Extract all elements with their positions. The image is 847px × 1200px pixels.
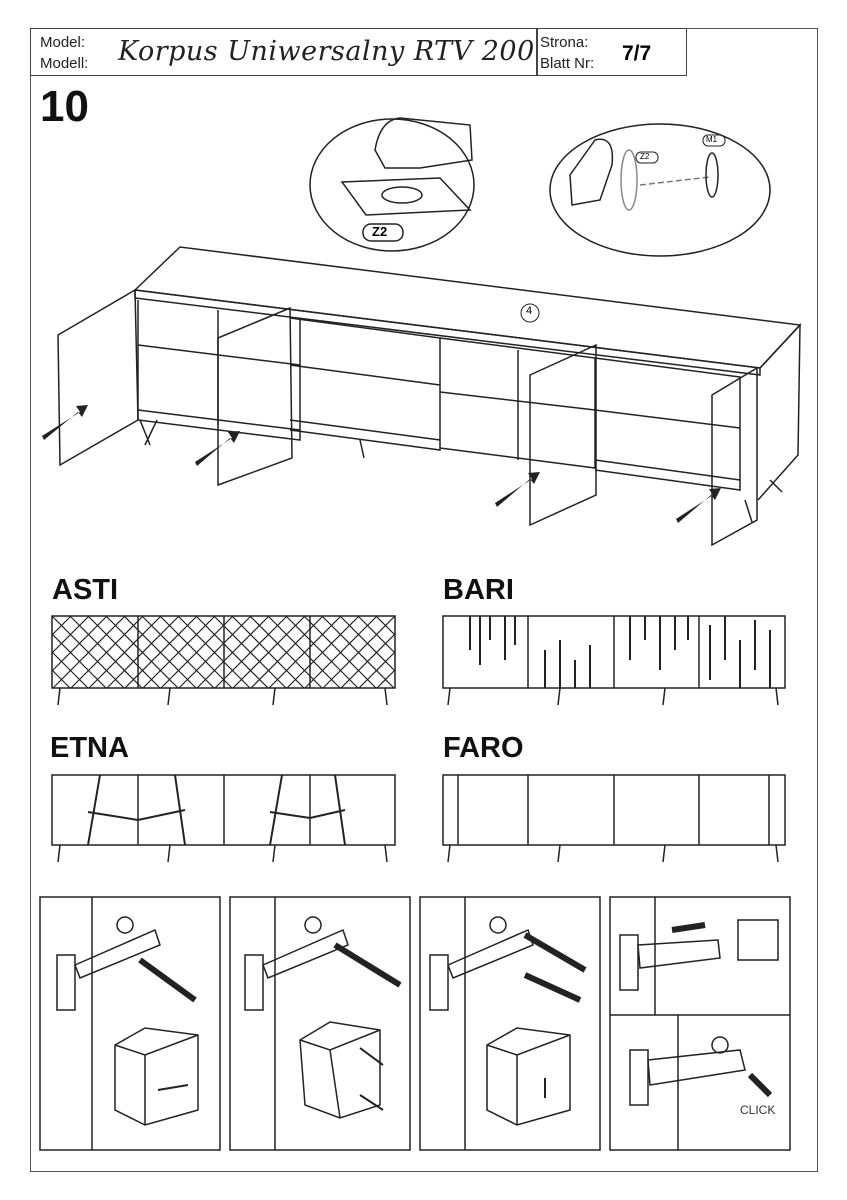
callout-part-4: 4 <box>526 305 533 317</box>
modell-label: Modell: <box>40 55 89 72</box>
model-name: Korpus Uniwersalny RTV 200 <box>118 36 535 67</box>
style-label-asti: ASTI <box>52 574 119 606</box>
detail-oval-m1 <box>549 123 771 257</box>
cube-1 <box>114 1027 199 1126</box>
page-box <box>536 28 687 76</box>
model-label: Model: <box>40 34 86 51</box>
arrow-icons <box>42 405 721 523</box>
callout-z2: Z2 <box>372 224 388 239</box>
cube-3 <box>486 1027 571 1126</box>
door-3 <box>529 343 597 527</box>
door-2 <box>217 306 293 487</box>
door-4 <box>711 366 758 547</box>
step-number: 10 <box>40 82 89 131</box>
style-label-faro: FARO <box>443 732 524 764</box>
style-asti <box>51 615 396 706</box>
hand-icon <box>374 117 473 169</box>
hinge-3 <box>429 916 587 1011</box>
style-label-etna: ETNA <box>50 732 129 764</box>
callout-z2-small: Z2 <box>640 152 650 161</box>
style-label-bari: BARI <box>443 574 514 606</box>
hinge-4a <box>619 919 779 991</box>
click-label: CLICK <box>740 1103 776 1117</box>
sticker-sheet <box>340 177 472 216</box>
style-etna <box>51 774 396 863</box>
strona-label: Strona: <box>540 34 589 51</box>
model-box <box>30 28 538 76</box>
finger-icon <box>569 138 614 206</box>
hinge-4b <box>629 1036 773 1106</box>
door-1 <box>57 288 139 467</box>
hinge-2 <box>244 916 402 1011</box>
cube-2 <box>299 1021 384 1119</box>
hinge-panels <box>39 896 791 1151</box>
cabinet-drawing <box>57 246 802 547</box>
page-number: 7/7 <box>622 42 652 65</box>
callout-m1: M1 <box>706 135 718 144</box>
style-bari <box>442 615 786 706</box>
hinge-1 <box>56 916 197 1011</box>
style-faro <box>442 774 786 863</box>
blatt-label: Blatt Nr: <box>540 55 595 72</box>
detail-oval-z2 <box>309 118 475 252</box>
